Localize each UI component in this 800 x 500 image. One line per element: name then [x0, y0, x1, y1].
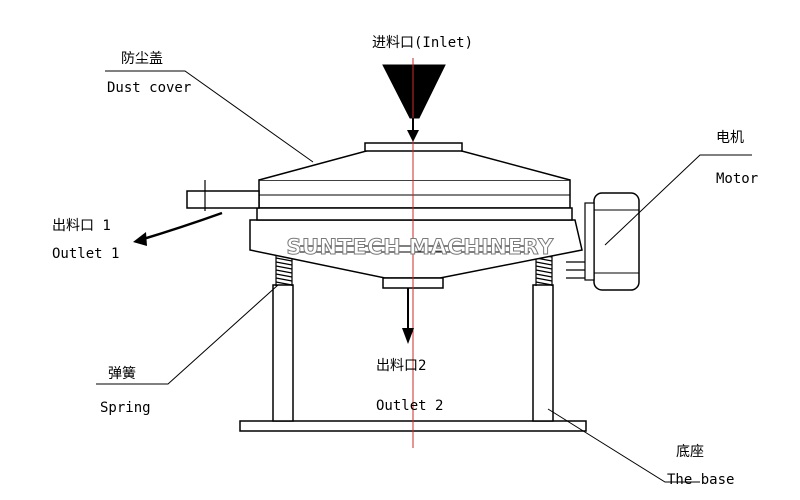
outlet2-label-cn: 出料口2 — [376, 358, 426, 374]
watermark: SUNTECH MACHINERY — [286, 235, 554, 259]
outlet1-arrow — [133, 211, 223, 246]
outlet1-label-cn: 出料口 1 — [52, 218, 111, 234]
dust-cover-label-en: Dust cover — [107, 80, 191, 96]
outlet2-label-en: Outlet 2 — [376, 398, 443, 414]
outlet1-label-en: Outlet 1 — [52, 246, 119, 262]
sieve-frame — [258, 179, 571, 209]
leg-left — [272, 284, 294, 422]
motor-label-cn: 电机 — [716, 130, 744, 146]
motor-label-en: Motor — [716, 171, 758, 187]
leader-lines — [96, 70, 752, 483]
outlet1-spout — [186, 190, 260, 209]
base-label-en: The base — [667, 472, 734, 488]
base-label-cn: 底座 — [676, 444, 704, 460]
inlet-label: 进料口(Inlet) — [372, 35, 473, 51]
motor-body — [593, 192, 640, 291]
spring-label-en: Spring — [100, 400, 151, 416]
outlet2-arrow — [402, 288, 414, 344]
dust-cover — [258, 149, 571, 181]
dust-cover-label-cn: 防尘盖 — [121, 51, 163, 67]
inlet-arrow — [407, 118, 419, 142]
leg-right — [532, 284, 554, 422]
sieve-ring — [256, 207, 573, 221]
inlet-funnel — [382, 64, 446, 119]
spring-label-cn: 弹簧 — [108, 366, 136, 382]
